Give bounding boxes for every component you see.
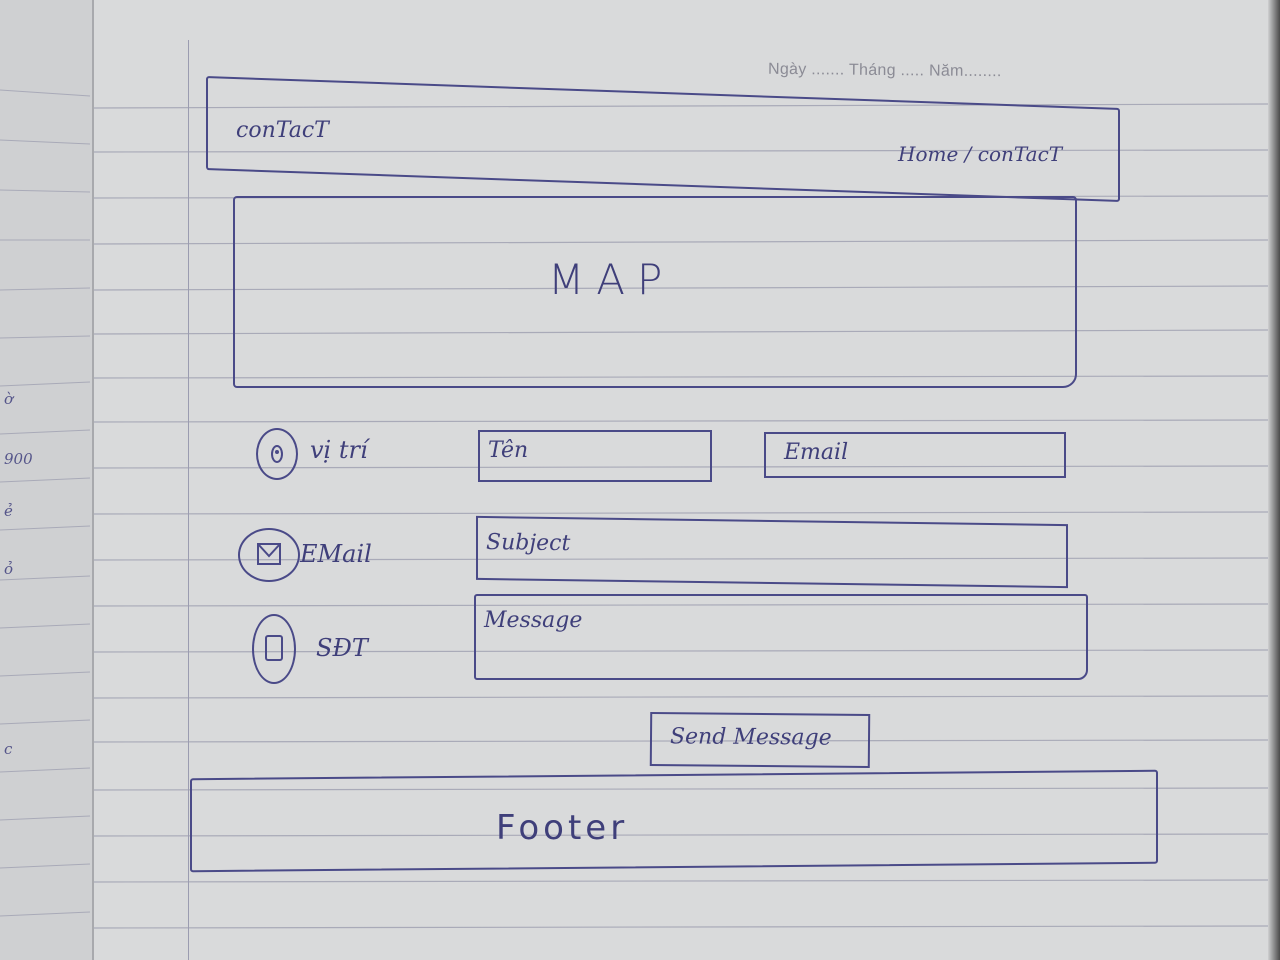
name-field[interactable]: Tên: [478, 430, 712, 482]
footer-wireframe: [190, 769, 1158, 873]
footer-label: Footer: [496, 808, 629, 848]
left-page-scribble: ờ: [4, 390, 14, 408]
date-header: Ngày ....... Tháng ..... Năm........: [767, 60, 1002, 81]
left-page-scribble: ỏ: [4, 560, 14, 578]
message-field[interactable]: Message: [474, 594, 1088, 680]
email-label: EMail: [300, 540, 372, 568]
email-field[interactable]: Email: [764, 432, 1066, 478]
header-title: conTacT: [236, 118, 329, 143]
map-placeholder[interactable]: [233, 196, 1077, 388]
left-page-scribble: c: [4, 740, 13, 758]
phone-icon: [252, 614, 296, 684]
mail-icon-glyph: [257, 543, 281, 565]
left-page-scribble: ẻ: [4, 502, 13, 520]
location-label: vị trí: [310, 436, 368, 464]
left-page-scribble: 900: [4, 450, 33, 468]
breadcrumb[interactable]: Home / conTacT: [898, 142, 1063, 166]
location-icon: [256, 428, 298, 480]
name-field-placeholder: Tên: [488, 438, 529, 463]
subject-field-placeholder: Subject: [486, 530, 571, 557]
phone-label: SĐT: [316, 634, 368, 662]
email-field-placeholder: Email: [784, 440, 849, 465]
mail-icon: [238, 528, 300, 582]
left-notebook-page: ờ 900 ẻ ỏ c: [0, 0, 94, 960]
subject-field[interactable]: Subject: [476, 515, 1068, 589]
page-edge: [1268, 0, 1280, 960]
send-message-button[interactable]: Send Message: [649, 712, 871, 768]
margin-line: [188, 40, 189, 960]
map-label: MAP: [548, 255, 675, 304]
phone-icon-glyph: [265, 635, 283, 661]
send-message-label: Send Message: [669, 724, 832, 751]
message-field-placeholder: Message: [484, 608, 583, 633]
location-icon-glyph: [271, 445, 283, 463]
